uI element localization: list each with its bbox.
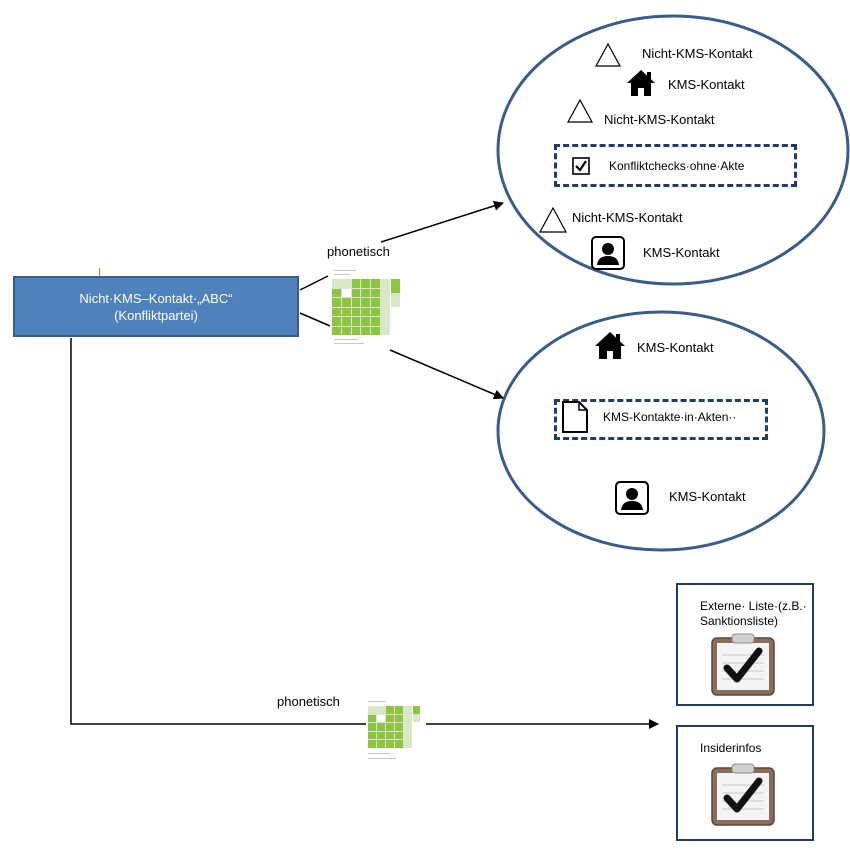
connector-source-thumb-lower	[299, 312, 331, 327]
ellipse-top	[496, 14, 850, 286]
edge-label-lower: phonetisch	[277, 694, 340, 709]
top-item-6-label: KMS-Kontakt	[643, 245, 720, 260]
arrow-to-ellipse-bottom	[389, 349, 504, 400]
source-title: Nicht·KMS–Kontakt·„ABC“	[79, 290, 233, 306]
top-item-5-label: Nicht-KMS-Kontakt	[572, 210, 683, 225]
top-item-1-label: Nicht-KMS-Kontakt	[642, 46, 753, 61]
contacts-in-files-box	[554, 399, 768, 440]
phonetic-matrix-thumbnail-upper	[330, 268, 402, 348]
insider-info-label: Insiderinfos	[700, 741, 762, 755]
conflict-checks-box	[554, 144, 797, 187]
ellipse-bottom	[496, 310, 826, 552]
connector-to-external-lists	[70, 338, 659, 729]
clipboard-check-icon	[711, 763, 775, 826]
external-list-box[interactable]: Externe· Liste·(z.B.· Sanktionsliste)	[676, 583, 814, 706]
warning-triangle-icon	[566, 98, 594, 123]
phonetic-matrix-thumbnail-lower	[366, 700, 426, 764]
clipboard-check-icon	[711, 633, 775, 696]
top-item-2-label: KMS-Kontakt	[668, 77, 745, 92]
external-list-label: Externe· Liste·(z.B.· Sanktionsliste)	[700, 599, 807, 628]
bottom-item-2-label: KMS-Kontakte·in·Akten··	[603, 410, 737, 424]
person-icon	[615, 481, 649, 515]
source-node[interactable]: Nicht·KMS–Kontakt·„ABC“ (Konfliktpartei)	[13, 276, 299, 337]
person-icon	[591, 236, 625, 270]
warning-triangle-icon	[538, 206, 568, 233]
insider-info-box[interactable]: Insiderinfos	[676, 725, 814, 841]
source-subtitle: (Konfliktpartei)	[114, 307, 198, 323]
edge-label-upper: phonetisch	[327, 244, 390, 259]
connector-source-thumb-upper	[299, 275, 329, 291]
top-item-3-label: Nicht-KMS-Kontakt	[604, 112, 715, 127]
text-cursor	[99, 268, 100, 278]
bottom-item-3-label: KMS-Kontakt	[669, 489, 746, 504]
house-icon	[627, 70, 655, 96]
warning-triangle-icon	[594, 42, 622, 67]
document-icon	[562, 401, 588, 433]
checkbox-icon	[572, 157, 590, 175]
house-icon	[595, 332, 625, 359]
arrow-to-ellipse-top	[380, 200, 504, 243]
bottom-item-1-label: KMS-Kontakt	[637, 340, 714, 355]
top-item-4-label: Konfliktchecks·ohne·Akte	[609, 159, 745, 173]
